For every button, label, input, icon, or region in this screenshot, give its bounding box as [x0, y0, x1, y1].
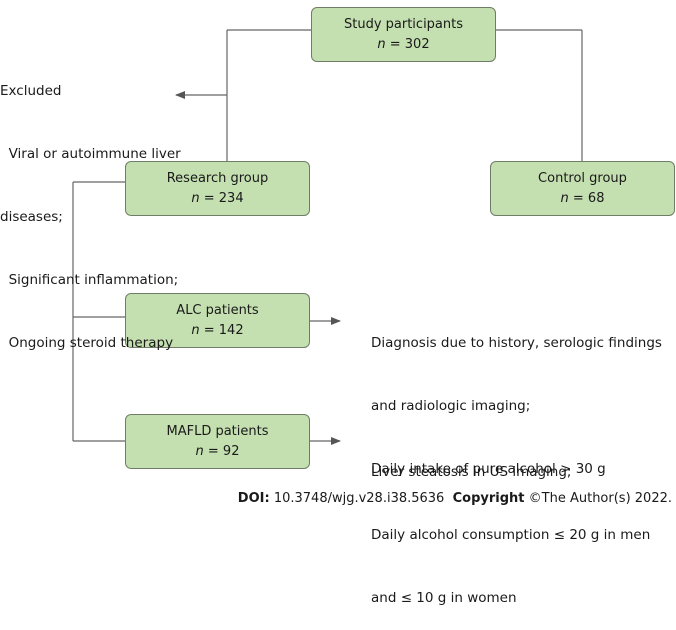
research-group-count: n = 234 [191, 190, 244, 206]
alc-criteria-line: and radiologic imaging; [371, 398, 531, 414]
doi-value: 10.3748/wjg.v28.i38.5636 [273, 491, 445, 506]
alc-criteria: Diagnosis due to history, serologic find… [371, 291, 662, 501]
connector-lines [72, 29, 583, 445]
copyright-label: Copyright [452, 491, 525, 506]
control-group-title: Control group [538, 170, 627, 186]
alc-patients-count: n = 142 [191, 322, 244, 338]
study-participants-count: n = 302 [377, 36, 430, 52]
doi-label: DOI: [237, 491, 270, 506]
study-participants-box: Study participants n = 302 [311, 7, 496, 62]
figure-footer: DOI: 10.3748/wjg.v28.i38.5636 Copyright … [238, 491, 672, 506]
alc-criteria-line: Daily intake of pure alcohol > 30 g [371, 461, 606, 477]
research-group-box: Research group n = 234 [125, 161, 310, 216]
mafld-criteria: Liver steatosis in US imaging; Daily alc… [371, 420, 650, 630]
control-group-count: n = 68 [560, 190, 605, 206]
mafld-patients-box: MAFLD patients n = 92 [125, 414, 310, 469]
excluded-line: Excluded [0, 83, 62, 99]
excluded-criteria: Excluded Viral or autoimmune liver disea… [0, 39, 181, 375]
alc-criteria-line: Diagnosis due to history, serologic find… [371, 335, 662, 351]
excluded-line: Significant inflammation; [0, 272, 179, 288]
alc-patients-title: ALC patients [176, 302, 259, 318]
copyright-value: ©The Author(s) 2022. [528, 491, 672, 506]
mafld-criteria-line: and ≤ 10 g in women [371, 590, 517, 606]
mafld-criteria-line: Liver steatosis in US imaging; [371, 464, 572, 480]
study-participants-title: Study participants [343, 16, 464, 32]
mafld-criteria-line: Daily alcohol consumption ≤ 20 g in men [371, 527, 651, 543]
mafld-patients-count: n = 92 [195, 443, 240, 459]
excluded-line: Viral or autoimmune liver [0, 146, 181, 162]
mafld-patients-title: MAFLD patients [166, 423, 269, 439]
control-group-box: Control group n = 68 [490, 161, 675, 216]
alc-patients-box: ALC patients n = 142 [125, 293, 310, 348]
excluded-line: Ongoing steroid therapy [0, 335, 174, 351]
research-group-title: Research group [166, 170, 269, 186]
excluded-line: diseases; [0, 209, 63, 225]
